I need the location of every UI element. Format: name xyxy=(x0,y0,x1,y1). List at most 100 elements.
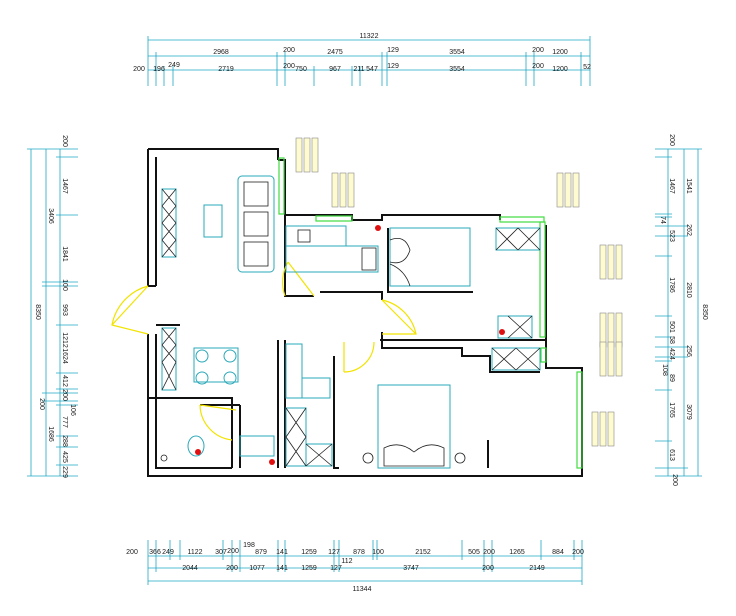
dining-table xyxy=(193,347,239,385)
tv-cabinet xyxy=(161,188,177,258)
right-i-10: 108 xyxy=(661,364,668,376)
right-o-1: 262 xyxy=(685,224,692,236)
left-i-12: 229 xyxy=(61,466,68,478)
top-r2-3: 249 xyxy=(168,62,180,69)
window-bedroom-top xyxy=(499,216,545,223)
top-r2-5: 200 xyxy=(283,63,295,70)
left-o-2: 100 xyxy=(61,279,68,291)
left-i-11: 425 xyxy=(61,451,68,463)
left-i-4: 993 xyxy=(61,304,68,316)
bottom-b-7: 3747 xyxy=(403,565,419,572)
left-o-4: 200 xyxy=(38,398,45,410)
right-i-13: 613 xyxy=(668,449,675,461)
closet-center xyxy=(285,343,333,467)
right-i-12: 1765 xyxy=(668,402,675,418)
top-r1-6: 200 xyxy=(532,47,544,54)
top-r2-8: 211 xyxy=(353,66,364,73)
top-dimensions: 11322 2968 200 2475 129 3554 200 1200 20… xyxy=(133,33,591,86)
bottom-t-7: 198 xyxy=(243,542,255,549)
right-i-7: 501 xyxy=(668,321,675,333)
right-i-11: 89 xyxy=(668,374,675,382)
door-entry xyxy=(111,285,149,335)
top-r2-6: 750 xyxy=(295,66,307,73)
bottom-b-1: 2044 xyxy=(182,565,198,572)
top-r2-13: 1200 xyxy=(552,66,568,73)
right-i-5: 523 xyxy=(668,230,675,242)
top-r1-3: 2475 xyxy=(327,49,343,56)
left-i-3: 1841 xyxy=(61,246,68,262)
top-r1-2: 200 xyxy=(283,47,295,54)
bottom-t-11: 127 xyxy=(328,549,340,556)
top-r1-5: 3554 xyxy=(449,49,465,56)
right-i-2: 1541 xyxy=(685,178,692,194)
left-o-1: 3406 xyxy=(47,208,54,224)
left-i-1: 200 xyxy=(61,135,68,147)
bottom-t-15: 505 xyxy=(468,549,480,556)
bottom-t-2: 366 xyxy=(149,549,161,556)
door-bedroom xyxy=(381,299,417,335)
top-r2-9: 547 xyxy=(366,66,378,73)
left-i-7: 200 xyxy=(61,389,68,401)
left-o-5: 1686 xyxy=(47,426,54,442)
bottom-total: 11344 xyxy=(353,586,372,593)
bottom-t-10: 1259 xyxy=(301,549,317,556)
bathroom-fixtures xyxy=(160,435,275,465)
bed-secondary xyxy=(389,227,471,287)
bottom-b-2: 200 xyxy=(226,565,238,572)
left-o-3: 1624 xyxy=(61,348,68,364)
right-i-6: 1786 xyxy=(668,277,675,293)
doors xyxy=(111,261,417,441)
door-master xyxy=(343,341,375,373)
right-o-4: 3079 xyxy=(685,404,692,420)
bottom-t-13: 100 xyxy=(372,549,384,556)
top-r1-4: 129 xyxy=(387,47,399,54)
top-r1-1: 2968 xyxy=(213,49,229,56)
bottom-mid: 112 xyxy=(341,558,352,565)
windows xyxy=(278,157,583,469)
bottom-t-16: 200 xyxy=(483,549,495,556)
top-r2-2: 196 xyxy=(153,66,165,73)
top-r2-4: 2719 xyxy=(218,66,234,73)
bottom-b-4: 141 xyxy=(276,565,288,572)
bed-master xyxy=(362,384,466,469)
bottom-t-14: 2152 xyxy=(415,549,431,556)
wardrobe-master xyxy=(491,347,541,371)
window-master xyxy=(576,371,583,469)
bottom-t-5: 307 xyxy=(215,549,227,556)
right-o-3: 256 xyxy=(685,345,692,357)
bottom-t-19: 200 xyxy=(572,549,584,556)
kitchen-counter xyxy=(285,225,381,273)
wardrobe-secondary xyxy=(495,227,541,251)
walls xyxy=(147,148,583,477)
right-o-2: 2810 xyxy=(685,282,692,298)
bottom-t-17: 1265 xyxy=(509,549,525,556)
door-kitchen xyxy=(281,261,315,297)
bottom-t-12: 878 xyxy=(353,549,365,556)
window-kitchen xyxy=(315,215,353,222)
desk-secondary xyxy=(497,315,533,339)
right-i-4: 74 xyxy=(659,216,666,224)
right-i-3: 1467 xyxy=(668,178,675,194)
left-i-6: 412 xyxy=(61,375,68,387)
coffee-table xyxy=(203,204,223,238)
right-i-9: 424 xyxy=(668,348,675,360)
bottom-t-18: 884 xyxy=(552,549,564,556)
outside-blocks xyxy=(295,137,623,447)
left-i-2: 1467 xyxy=(61,178,68,194)
left-i-8: 106 xyxy=(69,404,76,416)
right-total: 8350 xyxy=(701,304,708,320)
bottom-dimensions: 11344 200 366 249 1122 307 200 198 879 1… xyxy=(126,540,584,593)
left-i-9: 777 xyxy=(61,416,68,428)
bottom-t-4: 1122 xyxy=(187,549,202,556)
right-i-1: 200 xyxy=(668,134,675,146)
left-i-5: 1212 xyxy=(61,332,68,348)
window-bedroom-east xyxy=(539,221,546,338)
bottom-t-1: 200 xyxy=(126,549,138,556)
bottom-b-5: 1259 xyxy=(301,565,317,572)
door-bath xyxy=(199,404,237,441)
bottom-t-8: 879 xyxy=(255,549,267,556)
bottom-b-9: 2149 xyxy=(529,565,545,572)
bottom-b-8: 200 xyxy=(482,565,494,572)
top-r2-12: 200 xyxy=(532,63,544,70)
